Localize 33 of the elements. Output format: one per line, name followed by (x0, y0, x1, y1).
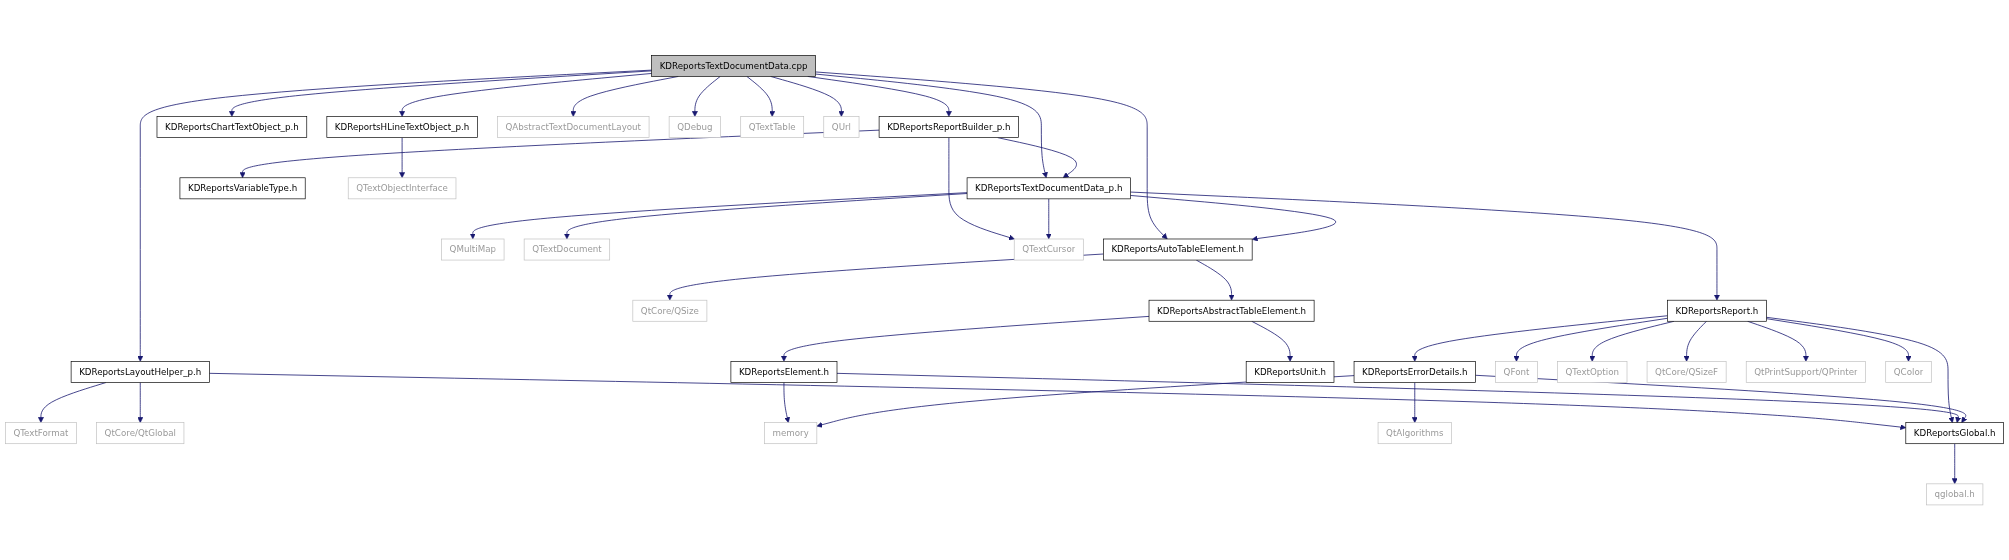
node-box: KDReportsElement.h (730, 360, 838, 383)
node-box: KDReportsLayoutHelper_p.h (70, 360, 210, 383)
node-box: KDReportsGlobal.h (1905, 422, 2004, 444)
node-box: QTextOption (1557, 360, 1628, 383)
node-box: KDReportsUnit.h (1245, 360, 1335, 383)
node-box: QTextObjectInterface (347, 177, 457, 200)
node-box: KDReportsHLineTextObject_p.h (326, 116, 478, 138)
node-box: KDReportsChartTextObject_p.h (156, 116, 308, 138)
node-box: QtCore/QSize (632, 299, 708, 322)
node-box: QFont (1495, 360, 1538, 383)
node-box: QtPrintSupport/QPrinter (1745, 360, 1866, 383)
node-box: KDReportsReportBuilder_p.h (878, 116, 1019, 138)
node-box: QDebug (668, 116, 721, 138)
node-box: KDReportsAbstractTableElement.h (1148, 299, 1315, 322)
node-box: KDReportsVariableType.h (179, 177, 306, 200)
node-box: QTextCursor (1013, 238, 1084, 261)
node-box: memory (764, 422, 818, 444)
node-box: QtCore/QSizeF (1646, 360, 1727, 383)
node-box: QtAlgorithms (1377, 422, 1452, 444)
node-box: KDReportsTextDocumentData.cpp (651, 54, 816, 77)
node-box: KDReportsErrorDetails.h (1353, 360, 1476, 383)
node-box: QTextFormat (5, 422, 77, 444)
node-box: QMultiMap (441, 238, 505, 261)
node-box: KDReportsAutoTableElement.h (1103, 238, 1253, 261)
node-box: QUrl (823, 116, 860, 138)
node-box: QtCore/QtGlobal (96, 422, 185, 444)
node-box: QTextTable (740, 116, 805, 138)
node-box: QColor (1885, 360, 1932, 383)
node-box: KDReportsTextDocumentData_p.h (966, 177, 1131, 200)
node-box: QTextDocument (523, 238, 611, 261)
node-box: QAbstractTextDocumentLayout (497, 116, 650, 138)
node-box: qglobal.h (1926, 483, 1984, 506)
node-box: KDReportsReport.h (1667, 299, 1767, 322)
